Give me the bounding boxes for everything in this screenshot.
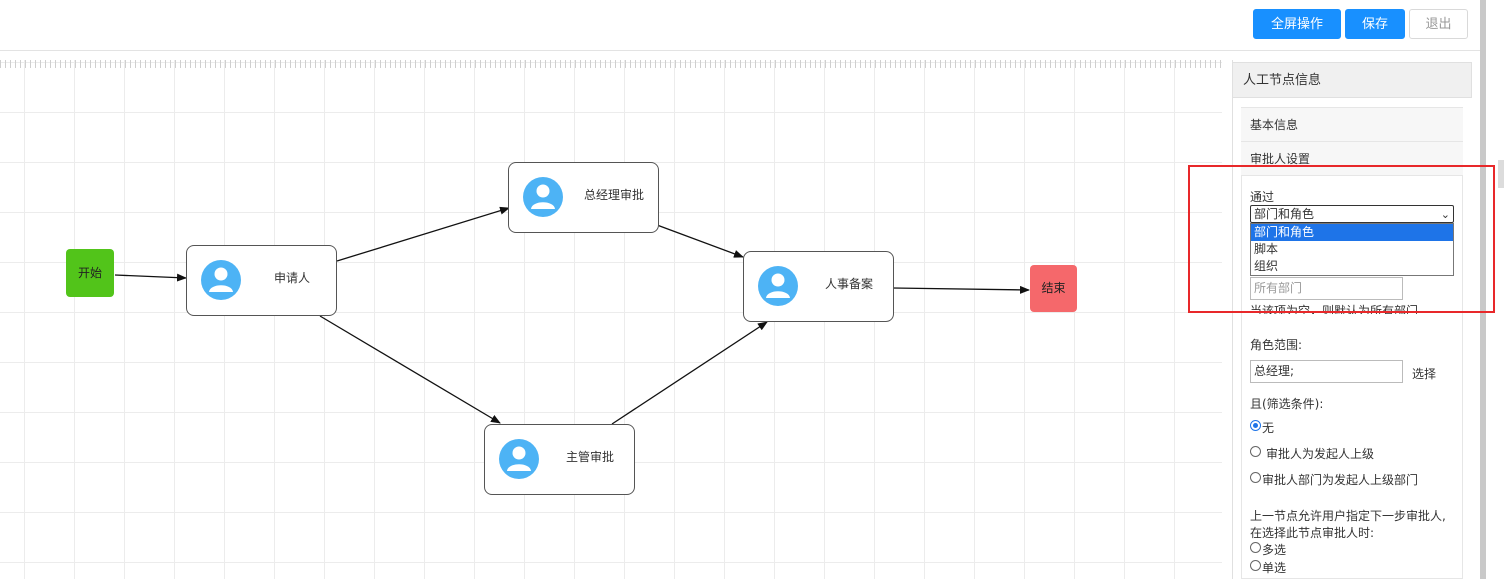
save-button[interactable]: 保存 <box>1345 9 1405 39</box>
user-avatar-icon <box>201 260 241 300</box>
end-node[interactable]: 结束 <box>1030 265 1077 312</box>
pass-via-label: 通过 <box>1250 190 1275 204</box>
filter-option-label: 审批人部门为发起人上级部门 <box>1262 473 1419 487</box>
canvas-ruler <box>0 60 1222 68</box>
node-label: 主管审批 <box>566 450 615 464</box>
role-scope-input[interactable]: 总经理; <box>1250 360 1403 383</box>
section-basic-info[interactable]: 基本信息 <box>1241 108 1463 142</box>
start-node[interactable]: 开始 <box>66 249 114 297</box>
filter-option-label: 无 <box>1262 421 1275 435</box>
node-applicant[interactable]: 申请人 <box>186 245 337 316</box>
department-input[interactable]: 所有部门 <box>1250 277 1403 300</box>
pass-via-selected-value: 部门和角色 <box>1254 207 1315 221</box>
filter-radio-superior[interactable] <box>1250 446 1261 457</box>
panel-title: 人工节点信息 <box>1232 62 1472 98</box>
next-approver-hint: 上一节点允许用户指定下一步审批人, <box>1250 509 1446 523</box>
filter-option-label: 审批人为发起人上级 <box>1266 447 1375 461</box>
page-scrollbar-thumb[interactable] <box>1480 0 1486 579</box>
edge-hr-end[interactable] <box>892 285 1030 294</box>
role-select-link[interactable]: 选择 <box>1412 367 1437 381</box>
filter-radio-none[interactable] <box>1250 420 1261 431</box>
node-label: 人事备案 <box>825 277 874 291</box>
node-hr-filing[interactable]: 人事备案 <box>743 251 894 322</box>
side-collapse-handle[interactable] <box>1498 160 1504 188</box>
node-label: 申请人 <box>274 271 311 285</box>
filter-radio-superior-dept[interactable] <box>1250 472 1261 483</box>
dropdown-option[interactable]: 脚本 <box>1254 242 1279 256</box>
fullscreen-button[interactable]: 全屏操作 <box>1253 9 1341 39</box>
pass-via-select[interactable]: 部门和角色 ⌄ <box>1250 205 1454 223</box>
user-avatar-icon <box>499 439 539 479</box>
section-approver-settings[interactable]: 审批人设置 <box>1241 142 1463 176</box>
chevron-down-icon: ⌄ <box>1440 208 1450 221</box>
pass-via-dropdown: 部门和角色 脚本 组织 <box>1250 223 1454 276</box>
node-gm-approval[interactable]: 总经理审批 <box>508 162 659 233</box>
edge-applicant-supervisor[interactable] <box>319 315 501 424</box>
mode-option-label: 单选 <box>1262 561 1287 575</box>
user-avatar-icon <box>758 266 798 306</box>
edge-supervisor-hr[interactable] <box>611 321 768 425</box>
role-scope-label: 角色范围: <box>1250 338 1303 352</box>
department-hint: 当该项为空，则默认为所有部门 <box>1250 304 1419 314</box>
node-label: 总经理审批 <box>584 188 645 202</box>
flow-connectors <box>114 206 1030 425</box>
user-avatar-icon <box>523 177 563 217</box>
exit-button[interactable]: 退出 <box>1409 9 1468 39</box>
edge-start-applicant[interactable] <box>114 273 187 282</box>
edge-applicant-gm[interactable] <box>336 206 510 262</box>
next-approver-hint-2: 在选择此节点审批人时: <box>1250 526 1375 540</box>
dropdown-option[interactable]: 组织 <box>1254 259 1279 273</box>
mode-radio-multi[interactable] <box>1250 542 1261 553</box>
filter-label: 且(筛选条件): <box>1250 397 1324 411</box>
mode-option-label: 多选 <box>1262 543 1287 557</box>
edge-gm-hr[interactable] <box>656 224 744 258</box>
node-supervisor-approval[interactable]: 主管审批 <box>484 424 635 495</box>
top-toolbar: 全屏操作 保存 退出 <box>0 0 1480 51</box>
annotation-highlight-box <box>1188 165 1495 313</box>
mode-radio-single[interactable] <box>1250 560 1261 571</box>
dropdown-option[interactable]: 部门和角色 <box>1251 224 1453 241</box>
